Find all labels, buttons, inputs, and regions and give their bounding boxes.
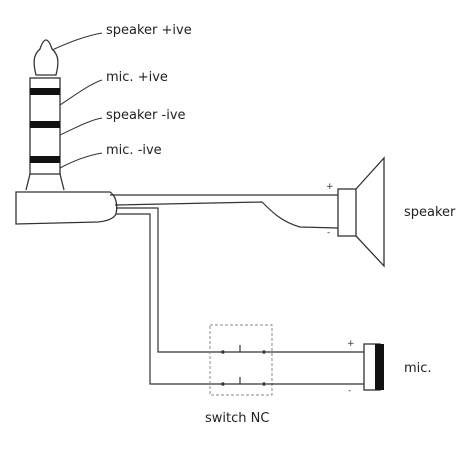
cable-wires [110, 194, 339, 385]
microphone [363, 343, 384, 391]
leader-mic-pos [59, 79, 103, 106]
ring-band-2 [30, 121, 60, 128]
speaker-plus-sign: + [326, 182, 334, 192]
mic-capsule [375, 344, 384, 390]
label-mic: mic. [404, 361, 432, 376]
mic-minus-sign: - [348, 386, 352, 396]
switch-nc [209, 324, 273, 396]
speaker [337, 156, 385, 268]
leader-speaker-pos [51, 32, 103, 51]
mic-plus-sign: + [347, 339, 355, 349]
speaker-cone [355, 156, 385, 268]
leader-speaker-neg [59, 117, 103, 136]
leader-mic-neg [59, 152, 103, 169]
switch-terminal-bottom-left [221, 382, 225, 386]
label-speaker: speaker [404, 205, 456, 220]
wire-mic-outer [116, 207, 223, 353]
label-speaker-positive: speaker +ive [106, 23, 192, 38]
wire-mic-inner [116, 213, 223, 385]
speaker-minus-sign: - [327, 228, 331, 238]
switch-terminal-top-left [221, 350, 225, 354]
label-mic-positive: mic. +ive [106, 70, 168, 85]
plug-tip [33, 39, 59, 76]
ring-band-3 [30, 156, 60, 163]
label-switch-nc: switch NC [205, 411, 270, 426]
switch-dashed-box [209, 324, 273, 396]
wire-speaker-bottom [114, 201, 339, 229]
switch-terminal-top-right [262, 350, 266, 354]
label-speaker-negative: speaker -ive [106, 108, 186, 123]
plug-base-flare-left [25, 173, 31, 191]
plug-body [15, 191, 118, 225]
switch-terminal-bottom-right [262, 382, 266, 386]
plug-rings [30, 88, 60, 163]
plug-base-flare-right [59, 173, 65, 191]
mic-wires [266, 351, 364, 385]
speaker-magnet [337, 188, 357, 237]
label-mic-negative: mic. -ive [106, 143, 162, 158]
ring-band-1 [30, 88, 60, 95]
label-leaders [51, 32, 103, 169]
